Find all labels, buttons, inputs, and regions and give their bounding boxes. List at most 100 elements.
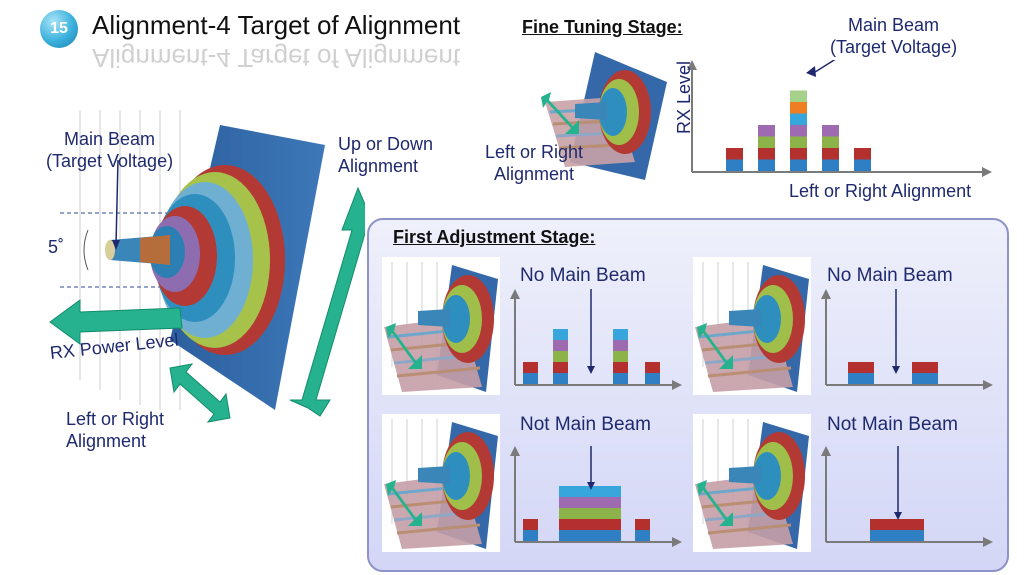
first-stage-chart-4 <box>821 446 993 547</box>
main-beam-label-line2: (Target Voltage) <box>46 151 174 171</box>
fine-tuning-title: Fine Tuning Stage: <box>522 17 683 37</box>
fine-left-right-label: Left or Right Alignment <box>485 141 583 185</box>
first-stage-chart-1 <box>510 289 682 390</box>
bar-3-segment-1 <box>645 362 660 373</box>
bars <box>848 362 938 384</box>
rx-power-arrow <box>49 299 183 345</box>
bars <box>523 486 650 541</box>
fine-left-right-arrow <box>541 92 579 134</box>
bar-1-segment-4 <box>553 329 568 340</box>
fine-ylabel: RX Level <box>674 60 694 134</box>
fine-bar-2-segment-4 <box>790 113 807 125</box>
fine-bar-4-segment-1 <box>854 148 871 160</box>
main-beam-label: Main Beam (Target Voltage) <box>46 128 173 172</box>
bar-1-segment-3 <box>559 497 621 508</box>
antenna-thumbnail-3 <box>382 414 500 552</box>
bar-0-segment-0 <box>523 373 538 384</box>
bar-2-segment-2 <box>613 351 628 362</box>
antenna-thumbnail-4 <box>693 414 811 552</box>
caption-pointer-head <box>894 512 902 520</box>
first-stage-chart-2 <box>821 289 993 390</box>
y-axis-arrowhead <box>510 446 520 456</box>
slide-title-reflection: Alignment-4 Target of Alignment <box>92 43 461 73</box>
bars <box>523 329 660 384</box>
fine-main-beam-line2: (Target Voltage) <box>830 37 958 57</box>
first-stage-caption-1: No Main Beam <box>520 265 646 286</box>
fine-left-right-line1: Left or Right <box>485 142 584 162</box>
angle-arc <box>83 229 89 271</box>
x-axis-arrowhead <box>983 537 993 547</box>
bars <box>870 519 924 541</box>
left-right-line1: Left or Right <box>66 409 165 429</box>
y-axis-arrowhead <box>510 289 520 299</box>
left-right-label: Left or Right Alignment <box>66 408 164 452</box>
bar-1-segment-1 <box>553 362 568 373</box>
slide-title: Alignment-4 Target of Alignment <box>92 10 461 40</box>
fine-bar-3-segment-1 <box>822 148 839 160</box>
antenna-thumbnail-1 <box>382 257 500 395</box>
bar-2-segment-1 <box>613 362 628 373</box>
bar-2-segment-0 <box>613 373 628 384</box>
bar-0-segment-0 <box>848 373 874 384</box>
fine-bar-4-segment-0 <box>854 159 871 171</box>
up-down-label: Up or Down Alignment <box>338 133 433 177</box>
bar-1-segment-0 <box>553 373 568 384</box>
fine-bar-2-segment-2 <box>790 136 807 148</box>
antenna-thumbnail-2 <box>693 257 811 395</box>
fine-bar-1-segment-0 <box>758 159 775 171</box>
bar-0-segment-1 <box>523 519 538 530</box>
caption-pointer-head <box>892 366 900 374</box>
x-axis-arrowhead <box>983 380 993 390</box>
bar-0-segment-0 <box>870 530 924 541</box>
bar-2-segment-4 <box>613 329 628 340</box>
caption-pointer-head <box>587 482 595 490</box>
bar-1-segment-1 <box>559 519 621 530</box>
bar-1-segment-0 <box>912 373 938 384</box>
bar-0-segment-1 <box>523 362 538 373</box>
main-beam-label-line1: Main Beam <box>64 129 156 149</box>
fine-bar-3-segment-2 <box>822 136 839 148</box>
bar-3-segment-0 <box>645 373 660 384</box>
fine-bar-2-segment-3 <box>790 125 807 137</box>
fine-bar-2-segment-6 <box>790 90 807 102</box>
left-right-arrow <box>169 363 231 423</box>
fine-xlabel: Left or Right Alignment <box>789 181 972 201</box>
fine-left-right-line2: Alignment <box>494 164 575 184</box>
fine-bar-3-segment-0 <box>822 159 839 171</box>
x-axis-arrowhead <box>672 380 682 390</box>
bar-1-segment-4 <box>559 486 621 497</box>
fine-bar-1-segment-3 <box>758 125 775 137</box>
bar-1-segment-2 <box>559 508 621 519</box>
first-stage-chart-3 <box>510 446 682 547</box>
y-axis-arrowhead <box>821 446 831 456</box>
left-right-line2: Alignment <box>66 431 147 451</box>
fine-bar-0-segment-1 <box>726 148 743 160</box>
bar-2-segment-1 <box>635 519 650 530</box>
fine-main-beam-line1: Main Beam <box>848 15 940 35</box>
bar-1-segment-3 <box>553 340 568 351</box>
beam-rings <box>149 165 285 355</box>
fine-main-beam-pointer <box>811 60 836 75</box>
fine-bars <box>726 90 871 171</box>
bar-1-segment-1 <box>912 362 938 373</box>
fine-tuning-illustration <box>541 52 667 180</box>
fine-bar-3-segment-3 <box>822 125 839 137</box>
first-adjustment-title: First Adjustment Stage: <box>393 227 596 247</box>
fine-bar-0-segment-0 <box>726 159 743 171</box>
first-stage-caption-4: Not Main Beam <box>827 414 958 435</box>
up-down-arrow <box>289 186 365 417</box>
fine-bar-2-segment-0 <box>790 159 807 171</box>
bar-0-segment-1 <box>870 519 924 530</box>
antenna-illustration-main <box>49 110 365 423</box>
fine-main-beam-label: Main Beam (Target Voltage) <box>830 14 957 58</box>
bar-1-segment-0 <box>559 530 621 541</box>
up-down-line1: Up or Down <box>338 134 434 154</box>
fine-bar-2-segment-5 <box>790 102 807 114</box>
first-stage-caption-2: No Main Beam <box>827 265 953 286</box>
y-axis-arrowhead <box>821 289 831 299</box>
main-beam-pointer <box>115 159 119 246</box>
bar-0-segment-1 <box>848 362 874 373</box>
up-down-line2: Alignment <box>338 156 419 176</box>
fine-bar-1-segment-1 <box>758 148 775 160</box>
angle-label: 5˚ <box>48 237 65 257</box>
